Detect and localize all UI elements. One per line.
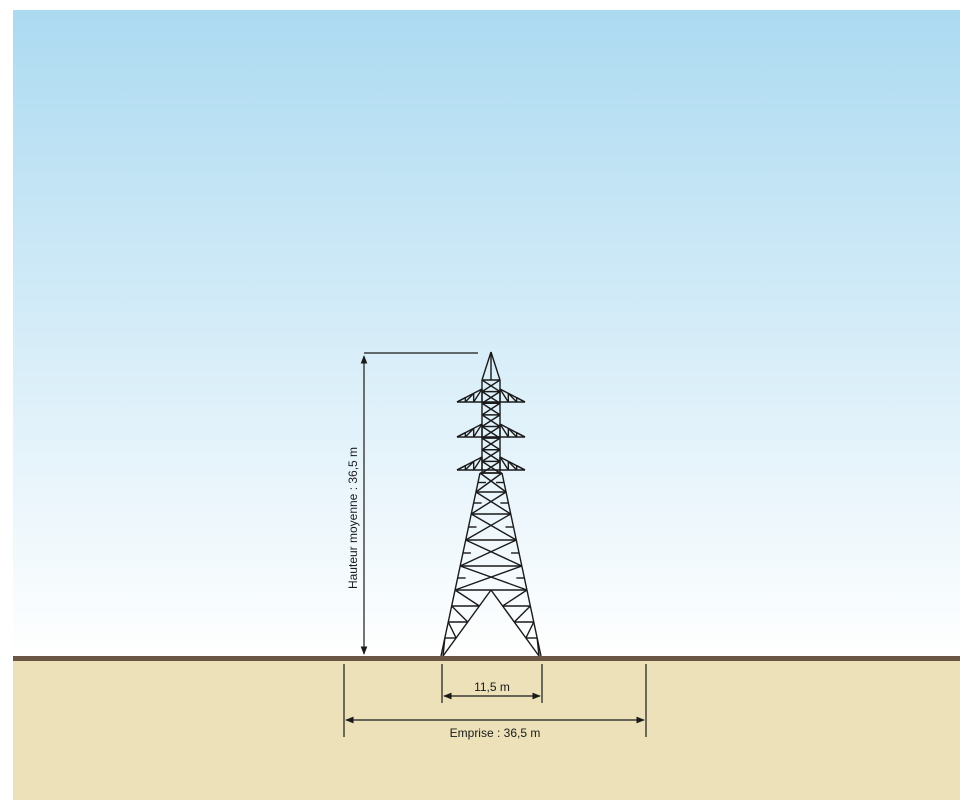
crossarm-brace (464, 427, 475, 438)
crossarm-brace (464, 392, 475, 403)
crossarm-brace (499, 388, 509, 403)
crossarm-brace (507, 460, 518, 471)
portal-diagonal (536, 637, 540, 657)
portal-diagonal (525, 621, 535, 639)
portal-diagonal (447, 621, 457, 639)
mast-brace (481, 379, 501, 393)
body-brace (479, 472, 507, 493)
height-dimension (360, 352, 478, 655)
sky (13, 10, 960, 657)
body-brace (470, 491, 507, 515)
mast-brace (481, 460, 501, 474)
crossarm-brace (456, 397, 466, 403)
body-leg (440, 472, 481, 657)
body-brace (475, 472, 503, 493)
body-brace (465, 539, 523, 567)
base-width-label: 11,5 m (474, 680, 510, 694)
base-width-dimension (441, 664, 543, 703)
mast-brace (481, 414, 501, 428)
body-brace (459, 539, 517, 567)
body-brace (475, 491, 512, 515)
height-label: Hauteur moyenne : 36,5 m (346, 447, 360, 589)
portal-diagonal (451, 605, 469, 623)
crossarm-brace (516, 432, 526, 438)
footprint-label: Emprise : 36,5 m (450, 726, 541, 740)
pylon-tower (440, 351, 542, 657)
footprint-dimension (343, 664, 647, 737)
crossarm-brace (473, 423, 483, 438)
portal-diagonal (454, 589, 480, 607)
crossarm-brace (499, 423, 509, 438)
mast-brace (481, 437, 501, 451)
soil (13, 660, 960, 800)
mast-brace (481, 402, 501, 416)
mast-brace (481, 425, 501, 439)
crossarm-brace (507, 427, 518, 438)
crossarm-brace (516, 465, 526, 471)
spire-member (490, 351, 501, 381)
spire-member (481, 351, 492, 381)
crossarm-brace (464, 460, 475, 471)
crossarm-brace (473, 388, 483, 403)
portal-diagonal (442, 637, 446, 657)
crossarm-brace (456, 465, 466, 471)
crossarm-brace (473, 456, 483, 471)
portal-diagonal (502, 589, 528, 607)
ground-line (13, 656, 960, 661)
crossarm-brace (456, 432, 466, 438)
portal-member (490, 589, 540, 657)
mast-brace (481, 449, 501, 462)
crossarm-brace (516, 397, 526, 403)
body-brace (465, 513, 512, 541)
crossarm-brace (507, 392, 518, 403)
portal-diagonal (513, 605, 531, 623)
crossarm-brace (499, 456, 509, 471)
portal-member (442, 589, 492, 657)
body-leg (501, 472, 542, 657)
body-brace (454, 565, 523, 591)
body-brace (459, 565, 528, 591)
body-brace (470, 513, 517, 541)
